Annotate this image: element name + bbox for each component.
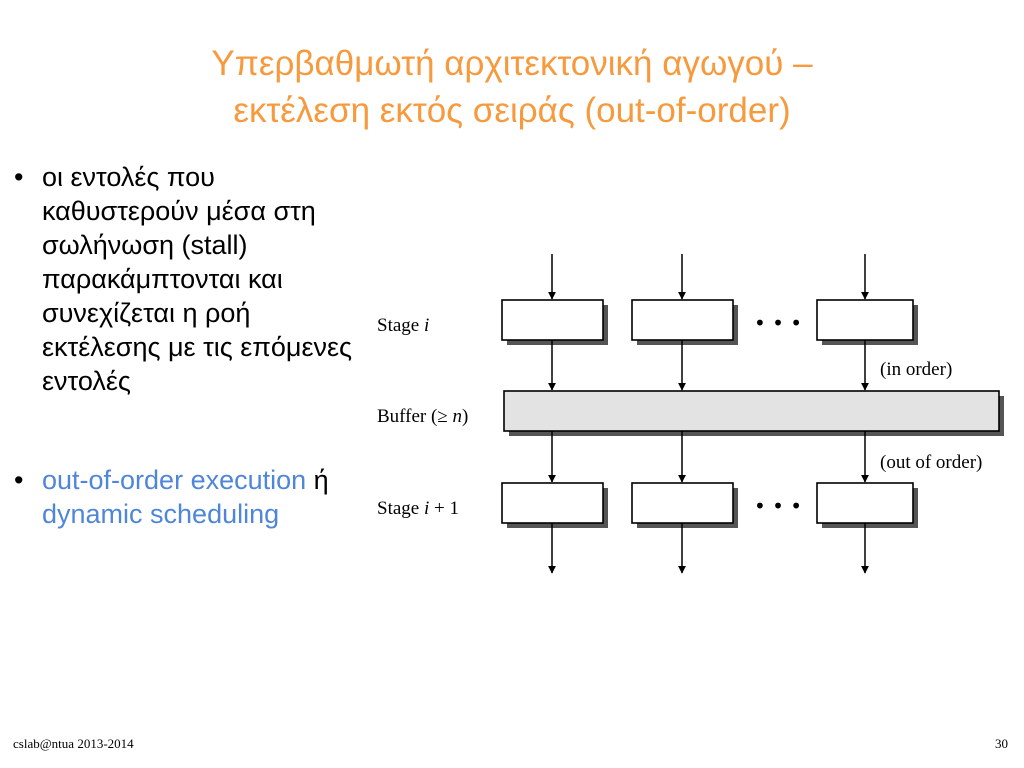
slide-title-line-2: εκτέλεση εκτός σειράς (out-of-order) xyxy=(233,91,791,130)
bullet-text-stall: οι εντολές που καθυστερούν μέσα στη σωλή… xyxy=(42,162,353,396)
stage-i1-box-1 xyxy=(501,482,604,524)
slide-title: Υπερβαθμωτή αρχιτεκτονική αγωγού – εκτέλ… xyxy=(0,40,1024,134)
buffer-label: Buffer (≥ n) xyxy=(377,406,468,427)
pipeline-diagram: Stage i Buffer (≥ n) Stage i + 1 (in ord… xyxy=(377,254,1004,574)
stage-i1-box-2 xyxy=(631,482,734,524)
stage-i-box-2 xyxy=(631,299,734,341)
term-out-of-order-execution: out-of-order execution xyxy=(42,465,307,495)
stage-i1-box-3 xyxy=(816,482,914,524)
bullet-item-stall: • οι εντολές που καθυστερούν μέσα στη σω… xyxy=(14,160,364,398)
stage-i1-ellipsis: • • • xyxy=(754,494,802,518)
stage-i-ellipsis: • • • xyxy=(754,311,802,335)
stage-i-box-1 xyxy=(501,299,604,341)
footer-copyright: cslab@ntua 2013-2014 xyxy=(13,736,134,751)
bullet-list: • οι εντολές που καθυστερούν μέσα στη σω… xyxy=(14,160,364,531)
bullet-marker: • xyxy=(14,162,24,192)
buffer-bar xyxy=(503,390,1000,432)
stage-i-label: Stage i xyxy=(377,315,429,336)
stage-i-box-3 xyxy=(816,299,914,341)
bullet-text-ooo: out-of-order execution ή dynamic schedul… xyxy=(42,463,364,531)
bullet-item-ooo: • out-of-order execution ή dynamic sched… xyxy=(14,463,364,531)
in-order-label: (in order) xyxy=(880,359,952,380)
slide-title-line-1: Υπερβαθμωτή αρχιτεκτονική αγωγού – xyxy=(211,44,813,83)
bullet-marker: • xyxy=(14,465,24,495)
term-dynamic-scheduling: dynamic scheduling xyxy=(42,499,280,529)
page-number: 30 xyxy=(995,736,1008,751)
term-connector: ή xyxy=(306,465,329,495)
stage-i-plus-1-label: Stage i + 1 xyxy=(377,498,459,519)
out-of-order-label: (out of order) xyxy=(880,452,982,473)
